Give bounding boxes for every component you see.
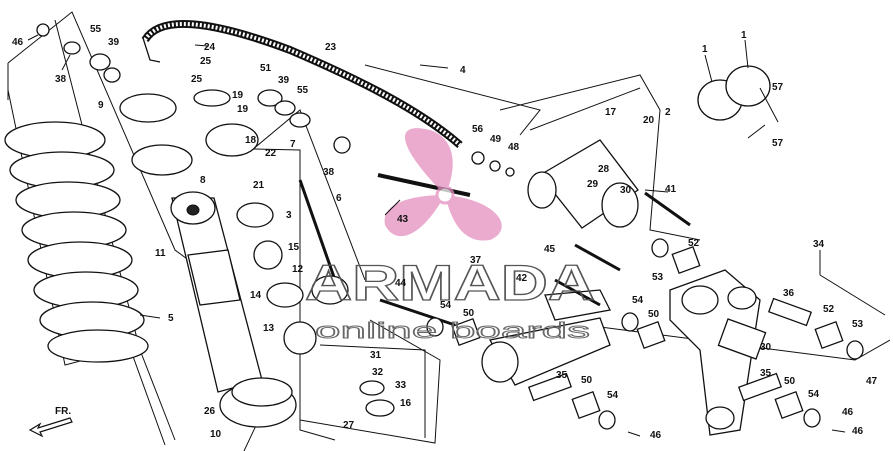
callout-50a: 50 (463, 308, 475, 319)
callout-55a: 55 (90, 24, 102, 35)
callout-5: 5 (168, 313, 174, 324)
callout-54a: 54 (440, 300, 452, 311)
linkage-rod (481, 289, 611, 386)
callout-27: 27 (343, 420, 355, 431)
callout-49: 49 (490, 134, 502, 145)
callout-34: 34 (813, 239, 825, 250)
callout-19a: 19 (232, 90, 244, 101)
watermark-logo (384, 128, 502, 241)
callout-10: 10 (210, 429, 222, 440)
reservoir-clamps (697, 65, 771, 121)
callout-24: 24 (204, 42, 216, 53)
callout-3: 3 (286, 210, 292, 221)
leader-lines (27, 34, 846, 437)
callout-43: 43 (397, 214, 409, 225)
callout-19b: 19 (237, 104, 249, 115)
callout-16: 16 (400, 398, 412, 409)
callout-46a: 46 (12, 37, 24, 48)
callout-1a: 1 (702, 44, 708, 55)
callout-4: 4 (460, 65, 466, 76)
callout-7: 7 (290, 139, 296, 150)
callout-36: 36 (783, 288, 795, 299)
callout-51: 51 (260, 63, 272, 74)
callout-2: 2 (665, 107, 671, 118)
callout-30b: 30 (760, 342, 772, 353)
direction-label: FR. (55, 406, 71, 417)
callout-8: 8 (200, 175, 206, 186)
callout-54d: 54 (808, 389, 820, 400)
shock-absorber-body (170, 191, 297, 428)
callout-25b: 25 (191, 74, 203, 85)
callout-14: 14 (250, 290, 262, 301)
callout-52b: 52 (823, 304, 835, 315)
callout-38b: 38 (323, 167, 335, 178)
callout-33: 33 (395, 380, 407, 391)
callout-50c: 50 (581, 375, 593, 386)
callout-6: 6 (336, 193, 342, 204)
callout-13: 13 (263, 323, 275, 334)
callout-46c: 46 (650, 430, 662, 441)
callout-labels: 46 55 39 38 24 25 25 23 4 51 39 55 19 19… (12, 24, 878, 441)
callout-25a: 25 (200, 56, 212, 67)
callout-54c: 54 (607, 390, 619, 401)
callout-37: 37 (470, 255, 482, 266)
callout-45: 45 (544, 244, 556, 255)
bolts (298, 173, 691, 327)
callout-11: 11 (155, 248, 166, 259)
callout-57a: 57 (772, 82, 784, 93)
callout-31: 31 (370, 350, 382, 361)
callout-32: 32 (372, 367, 384, 378)
callout-9: 9 (98, 100, 104, 111)
linkage-arm (669, 269, 761, 436)
callout-50b: 50 (648, 309, 660, 320)
callout-53b: 53 (852, 319, 864, 330)
callout-22: 22 (265, 148, 277, 159)
callout-50d: 50 (784, 376, 796, 387)
callout-18: 18 (245, 135, 257, 146)
callout-41: 41 (665, 184, 677, 195)
callout-48: 48 (508, 142, 520, 153)
callout-20: 20 (643, 115, 655, 126)
callout-46d: 46 (852, 426, 864, 437)
callout-35b: 35 (760, 368, 772, 379)
callout-17: 17 (605, 107, 617, 118)
damper-components (36, 23, 515, 417)
callout-56: 56 (472, 124, 484, 135)
callout-55b: 55 (297, 85, 309, 96)
callout-46b: 46 (842, 407, 854, 418)
callout-35a: 35 (556, 370, 568, 381)
callout-44: 44 (395, 278, 407, 289)
bearings (426, 238, 864, 430)
callout-47: 47 (866, 376, 878, 387)
callout-12: 12 (292, 264, 304, 275)
coil-spring (4, 121, 149, 363)
callout-30a: 30 (620, 185, 632, 196)
reservoir-hose (141, 20, 463, 149)
reservoir-tank (527, 139, 639, 229)
callout-39b: 39 (278, 75, 290, 86)
callout-54b: 54 (632, 295, 644, 306)
callout-29: 29 (587, 179, 599, 190)
callout-39a: 39 (108, 37, 120, 48)
watermark-brand: ARMADA (305, 255, 595, 311)
callout-28: 28 (598, 164, 610, 175)
callout-23: 23 (325, 42, 337, 53)
callout-57b: 57 (772, 138, 784, 149)
callout-26: 26 (204, 406, 216, 417)
front-direction-arrow: FR. (28, 406, 73, 438)
callout-1b: 1 (741, 30, 747, 41)
callout-42: 42 (516, 273, 528, 284)
callout-52a: 52 (688, 238, 700, 249)
callout-21: 21 (253, 180, 265, 191)
callout-15: 15 (288, 242, 300, 253)
callout-53a: 53 (652, 272, 664, 283)
callout-38a: 38 (55, 74, 67, 85)
watermark-tagline: online boards (315, 318, 590, 343)
